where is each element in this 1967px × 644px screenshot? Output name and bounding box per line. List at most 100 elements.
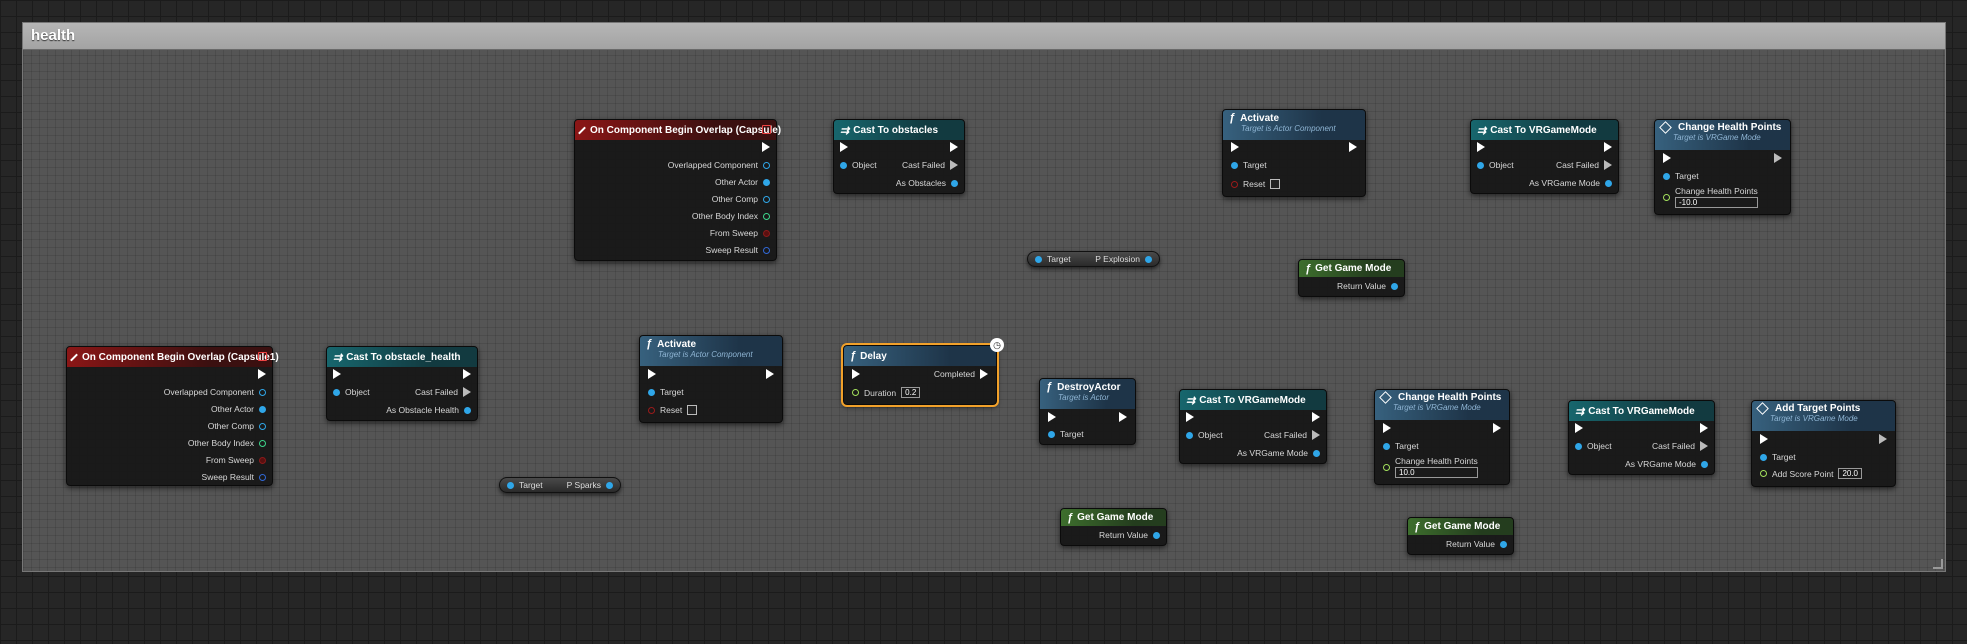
- float-pin-icon[interactable]: [852, 389, 859, 396]
- pin-as-vrgamemode[interactable]: As VRGame Mode: [1625, 459, 1708, 469]
- object-pin-icon[interactable]: [840, 161, 847, 169]
- pin-from-sweep[interactable]: From Sweep: [710, 228, 770, 238]
- exec-pin-icon[interactable]: [1604, 160, 1612, 170]
- exec-pin-icon[interactable]: [766, 369, 774, 379]
- pin-as-obstacles[interactable]: As Obstacles: [896, 178, 958, 188]
- resize-handle-icon[interactable]: [1933, 559, 1943, 569]
- pin-reset[interactable]: Reset: [648, 405, 698, 415]
- pin-from-sweep[interactable]: From Sweep: [206, 455, 266, 465]
- variable-node-p-explosion[interactable]: Target P Explosion: [1027, 251, 1160, 267]
- exec-in-pin[interactable]: [840, 142, 848, 154]
- cast-node-vrgamemode-mid[interactable]: ⇉Cast To VRGameMode Object Cast Failed A…: [1179, 389, 1327, 464]
- object-pin-icon[interactable]: [1575, 442, 1582, 450]
- pin-sweep-result[interactable]: Sweep Result: [706, 245, 770, 255]
- pin-other-actor[interactable]: Other Actor: [715, 177, 770, 187]
- object-pin-icon[interactable]: [763, 195, 770, 203]
- exec-out-pin[interactable]: [1119, 412, 1127, 424]
- object-pin-icon[interactable]: [1313, 449, 1320, 457]
- exec-out-pin[interactable]: [463, 369, 471, 381]
- pin-sweep-result[interactable]: Sweep Result: [202, 472, 266, 482]
- exec-out-pin[interactable]: [1349, 142, 1357, 154]
- object-pin-icon[interactable]: [1048, 430, 1055, 438]
- exec-in-pin[interactable]: [1383, 423, 1391, 435]
- pin-return-value[interactable]: Return Value: [1337, 281, 1398, 291]
- value-field[interactable]: 20.0: [1838, 468, 1863, 479]
- pin-target[interactable]: Target: [1048, 429, 1084, 439]
- cast-node-vrgamemode-right[interactable]: ⇉Cast To VRGameMode Object Cast Failed A…: [1568, 400, 1715, 475]
- pin-return-value[interactable]: Return Value: [1099, 530, 1160, 540]
- pin-cast-failed[interactable]: Cast Failed: [902, 160, 958, 170]
- exec-out-pin[interactable]: [762, 142, 770, 154]
- object-pin-icon[interactable]: [1035, 255, 1042, 263]
- exec-pin-icon[interactable]: [648, 369, 656, 379]
- pin-overlapped-component[interactable]: Overlapped Component: [164, 387, 266, 397]
- pin-target[interactable]: Target: [1231, 160, 1267, 170]
- object-pin-icon[interactable]: [1760, 453, 1767, 461]
- exec-pin-icon[interactable]: [1231, 142, 1239, 152]
- exec-out-pin[interactable]: [1312, 412, 1320, 424]
- exec-in-pin[interactable]: [1477, 142, 1485, 154]
- pin-cast-failed[interactable]: Cast Failed: [415, 387, 471, 397]
- pin-object[interactable]: Object: [1575, 441, 1612, 451]
- pin-cast-failed[interactable]: Cast Failed: [1652, 441, 1708, 451]
- pin-target[interactable]: Target: [1383, 441, 1419, 451]
- exec-in-pin[interactable]: [333, 369, 341, 381]
- comment-box[interactable]: health: [22, 22, 1946, 572]
- value-field[interactable]: 0.2: [901, 387, 921, 398]
- pin-target[interactable]: Target: [648, 387, 684, 397]
- value-field[interactable]: 10.0: [1395, 467, 1478, 478]
- event-delegate-icon[interactable]: [258, 352, 267, 361]
- bool-pin-icon[interactable]: [648, 406, 655, 414]
- pin-completed[interactable]: Completed: [934, 369, 988, 379]
- pin-target[interactable]: Target: [1663, 171, 1699, 181]
- exec-out-pin[interactable]: [258, 369, 266, 381]
- exec-pin-icon[interactable]: [950, 142, 958, 152]
- pin-cast-failed[interactable]: Cast Failed: [1556, 160, 1612, 170]
- object-pin-icon[interactable]: [1500, 540, 1507, 548]
- event-delegate-icon[interactable]: [762, 125, 771, 134]
- struct-pin-icon[interactable]: [763, 246, 770, 254]
- exec-pin-icon[interactable]: [1774, 153, 1782, 163]
- exec-out-pin[interactable]: [1879, 434, 1887, 446]
- value-field[interactable]: -10.0: [1675, 197, 1758, 208]
- bool-pin-icon[interactable]: [1231, 180, 1238, 188]
- exec-in-pin[interactable]: [1760, 434, 1768, 446]
- object-pin-icon[interactable]: [951, 179, 958, 187]
- exec-pin-icon[interactable]: [1477, 142, 1485, 152]
- pin-other-body-index[interactable]: Other Body Index: [692, 211, 770, 221]
- object-pin-icon[interactable]: [1663, 172, 1670, 180]
- exec-in-pin[interactable]: [852, 369, 860, 381]
- exec-pin-icon[interactable]: [1312, 412, 1320, 422]
- variable-node-p-sparks[interactable]: Target P Sparks: [499, 477, 621, 493]
- pin-object[interactable]: Object: [840, 160, 877, 170]
- float-pin-icon[interactable]: [1663, 193, 1670, 201]
- pin-cast-failed[interactable]: Cast Failed: [1264, 430, 1320, 440]
- exec-out-pin[interactable]: [1604, 142, 1612, 154]
- pin-target[interactable]: Target: [1760, 452, 1796, 462]
- int-pin-icon[interactable]: [763, 212, 770, 220]
- exec-in-pin[interactable]: [1186, 412, 1194, 424]
- pin-object[interactable]: Object: [1477, 160, 1514, 170]
- object-pin-icon[interactable]: [763, 178, 770, 186]
- exec-pin-icon[interactable]: [258, 369, 266, 379]
- object-pin-icon[interactable]: [259, 422, 266, 430]
- cast-node-obstacle-health[interactable]: ⇉Cast To obstacle_health Object Cast Fai…: [326, 346, 478, 421]
- object-pin-icon[interactable]: [1145, 255, 1152, 263]
- pin-as-obstacle-health[interactable]: As Obstacle Health: [386, 405, 471, 415]
- object-pin-icon[interactable]: [1605, 179, 1612, 187]
- exec-out-pin[interactable]: [1700, 423, 1708, 435]
- pin-other-comp[interactable]: Other Comp: [712, 194, 770, 204]
- object-pin-icon[interactable]: [507, 481, 514, 489]
- exec-out-pin[interactable]: [950, 142, 958, 154]
- exec-pin-icon[interactable]: [463, 387, 471, 397]
- int-pin-icon[interactable]: [259, 439, 266, 447]
- event-node-overlap-capsule1[interactable]: On Component Begin Overlap (Capsule1) Ov…: [66, 346, 279, 486]
- event-node-overlap-capsule[interactable]: On Component Begin Overlap (Capsule) Ove…: [574, 119, 781, 261]
